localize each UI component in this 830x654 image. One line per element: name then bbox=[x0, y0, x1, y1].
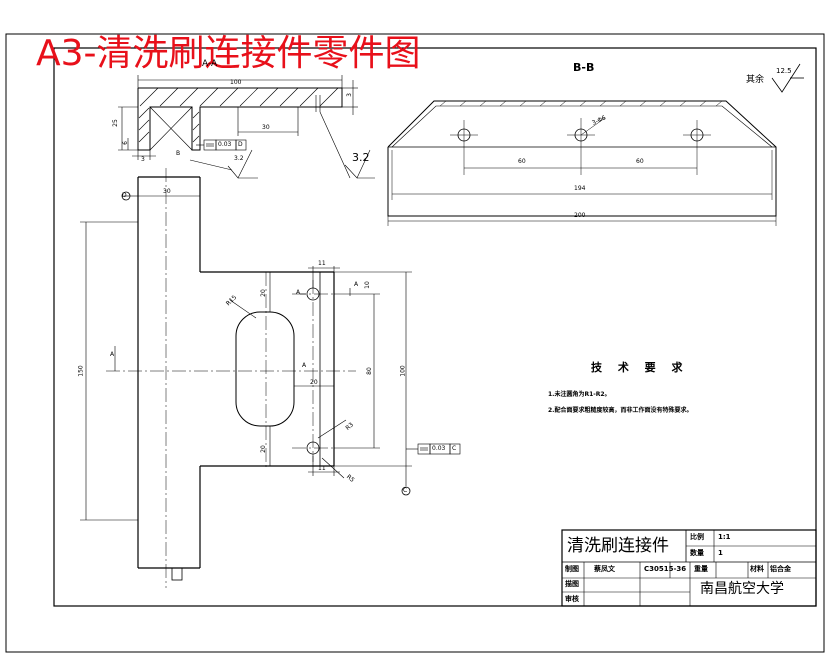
title-block-scale-label: 比例 bbox=[690, 533, 704, 541]
section-bb-view bbox=[387, 100, 777, 217]
tech-requirements-title: 技 术 要 求 bbox=[591, 361, 689, 374]
front-view bbox=[137, 176, 335, 581]
dim-bb-200: 200 bbox=[574, 212, 586, 219]
title-block-weight-label: 重量 bbox=[694, 565, 708, 573]
title-block-material-value: 铝合金 bbox=[770, 565, 791, 573]
dim-bb-60-right: 60 bbox=[636, 158, 644, 165]
flatness-c-value: 0.03 bbox=[432, 445, 446, 452]
title-block-part-name: 清洗刷连接件 bbox=[567, 536, 669, 556]
overlay-title: A3-清洗刷连接件零件图 bbox=[36, 33, 421, 74]
section-bb-dimensions bbox=[387, 117, 777, 226]
dim-slot-11-top: 11 bbox=[318, 260, 326, 267]
datum-d-letter: D bbox=[122, 192, 127, 199]
section-aa-profile bbox=[137, 87, 343, 151]
dim-bb-194: 194 bbox=[574, 185, 586, 192]
datum-c-circle bbox=[401, 486, 411, 496]
title-block-drawer-label: 制图 bbox=[565, 565, 579, 573]
dim-slot-11-bottom: 11 bbox=[318, 465, 326, 472]
datum-d-circle bbox=[121, 191, 131, 201]
roughness-general-label: 其余 bbox=[746, 75, 765, 85]
dim-20-lower: 20 bbox=[259, 445, 267, 453]
title-block-drawing-no: C30515-36 bbox=[644, 565, 687, 573]
title-block-scale-value: 1:1 bbox=[718, 533, 731, 541]
dim-20-upper: 20 bbox=[259, 289, 267, 297]
dim-top-30: 30 bbox=[262, 124, 270, 131]
title-block-qty-label: 数量 bbox=[690, 549, 704, 557]
title-block-drawer-name: 蔡凤文 bbox=[594, 565, 615, 573]
tech-requirement-1: 1.未注圆角为R1-R2。 bbox=[548, 391, 611, 398]
dim-150: 150 bbox=[77, 365, 85, 377]
dim-slot-10: 10 bbox=[363, 281, 371, 289]
dim-left-25: 25 bbox=[111, 119, 119, 127]
dim-stem-30: 30 bbox=[163, 188, 171, 195]
dim-top-3: 3 bbox=[345, 93, 353, 97]
dim-left-6: 6 bbox=[121, 141, 129, 145]
outer-border bbox=[5, 33, 825, 653]
section-mark-a-center: A bbox=[302, 362, 307, 369]
title-block-qty-value: 1 bbox=[718, 549, 723, 557]
title-block-material-label: 材料 bbox=[750, 565, 764, 573]
flatness-c-datum: C bbox=[452, 445, 457, 452]
section-mark-a-upper: A bbox=[296, 289, 301, 296]
datum-c-letter: C bbox=[403, 487, 408, 494]
roughness-value-top: 3.2 bbox=[234, 155, 244, 162]
center-lines bbox=[106, 168, 356, 588]
title-block-grid bbox=[561, 529, 817, 607]
general-roughness-symbol bbox=[771, 63, 804, 93]
title-block-review-label: 审核 bbox=[565, 595, 579, 603]
dim-top-100: 100 bbox=[230, 79, 242, 86]
flatness-frame-d bbox=[196, 139, 247, 151]
tech-requirement-2: 2.配合面要求粗糙度较高，而非工作面没有特殊要求。 bbox=[548, 407, 693, 414]
dim-left-3: 3 bbox=[141, 156, 145, 163]
dim-20-mid: 20 bbox=[310, 379, 318, 386]
section-aa-label: A-A bbox=[202, 59, 218, 69]
front-view-dimensions bbox=[80, 195, 461, 521]
dim-100-right: 100 bbox=[399, 365, 407, 377]
title-block-school: 南昌航空大学 bbox=[700, 581, 784, 597]
flatness-d-value: 0.03 bbox=[218, 141, 232, 148]
section-mark-a-left: A bbox=[110, 351, 115, 358]
datum-b-label: B bbox=[176, 150, 181, 157]
roughness-general-value: 12.5 bbox=[776, 67, 792, 75]
dim-bb-60-left: 60 bbox=[518, 158, 526, 165]
dim-80: 80 bbox=[365, 367, 373, 375]
roughness-value-left: 3.2 bbox=[352, 151, 370, 164]
section-bb-label: B-B bbox=[573, 61, 595, 74]
flatness-d-datum: D bbox=[238, 141, 243, 148]
inner-border bbox=[53, 47, 817, 607]
title-block-drafting-label: 描图 bbox=[565, 580, 579, 588]
section-mark-a-upper-right: A bbox=[354, 281, 359, 288]
section-aa-dimensions bbox=[118, 75, 375, 179]
